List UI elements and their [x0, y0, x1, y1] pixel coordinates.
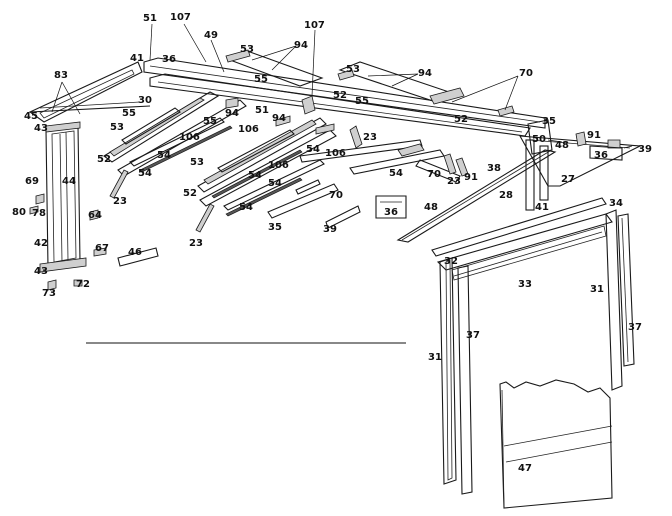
- part-label: 52: [97, 154, 111, 165]
- part-label: 52: [183, 188, 197, 199]
- part-label: 37: [628, 322, 642, 333]
- part-label: 52: [333, 90, 347, 101]
- part-label: 36: [594, 150, 608, 161]
- part-label: 72: [76, 279, 90, 290]
- part-labels: 51 107 49 107 53 94 53 94 70 41 36 83 55…: [12, 12, 652, 474]
- part-label: 35: [268, 222, 282, 233]
- part-label: 55: [254, 74, 268, 85]
- part-label: 54: [389, 168, 403, 179]
- part-label: 70: [329, 190, 343, 201]
- part-label: 23: [189, 238, 203, 249]
- part-label: 27: [561, 174, 575, 185]
- part-label: 55: [355, 96, 369, 107]
- part-label: 78: [32, 208, 46, 219]
- part-label: 107: [170, 12, 191, 23]
- part-label: 54: [138, 168, 152, 179]
- part-label: 54: [157, 150, 171, 161]
- part-label: 94: [225, 108, 239, 119]
- part-label: 80: [12, 207, 26, 218]
- part-label: 50: [532, 134, 546, 145]
- part-label: 54: [306, 144, 320, 155]
- part-label: 51: [143, 13, 157, 24]
- part-label: 28: [499, 190, 513, 201]
- part-label: 64: [88, 210, 102, 221]
- part-label: 31: [428, 352, 442, 363]
- part-label: 69: [25, 176, 39, 187]
- part-label: 39: [323, 224, 337, 235]
- part-label: 41: [535, 202, 549, 213]
- part-label: 23: [363, 132, 377, 143]
- part-label: 55: [203, 116, 217, 127]
- part-label: 106: [325, 148, 346, 159]
- part-label: 36: [162, 54, 176, 65]
- roof-bars-left: [103, 91, 247, 177]
- front-door-frame: [431, 197, 635, 495]
- part-label: 94: [272, 113, 286, 124]
- part-label: 47: [518, 463, 532, 474]
- part-label: 48: [555, 140, 569, 151]
- left-door-panel: [39, 121, 87, 273]
- part-label: 49: [204, 30, 218, 41]
- part-label: 67: [95, 243, 109, 254]
- part-label: 38: [487, 163, 501, 174]
- part-label: 33: [518, 279, 532, 290]
- part-label: 34: [609, 198, 623, 209]
- leader-lines: [51, 23, 633, 149]
- part-label: 42: [34, 238, 48, 249]
- part-label: 53: [110, 122, 124, 133]
- part-label: 54: [239, 202, 253, 213]
- part-label: 23: [447, 176, 461, 187]
- part-label: 106: [238, 124, 259, 135]
- part-label: 91: [587, 130, 601, 141]
- part-label: 31: [590, 284, 604, 295]
- part-label: 48: [424, 202, 438, 213]
- part-label: 94: [418, 68, 432, 79]
- part-label: 36: [384, 207, 398, 218]
- part-label: 54: [248, 170, 262, 181]
- part-label: 83: [54, 70, 68, 81]
- part-label: 53: [190, 157, 204, 168]
- part-label: 43: [34, 266, 48, 277]
- part-label: 41: [130, 53, 144, 64]
- part-label: 39: [638, 144, 652, 155]
- part-label: 45: [24, 111, 38, 122]
- roof-bars-right: [295, 139, 461, 195]
- part-label: 91: [464, 172, 478, 183]
- small-parts: [29, 49, 623, 291]
- part-label: 35: [542, 116, 556, 127]
- part-label: 107: [304, 20, 325, 31]
- part-label: 70: [519, 68, 533, 79]
- part-label: 51: [255, 105, 269, 116]
- part-label: 52: [454, 114, 468, 125]
- roof-bars-center: [197, 117, 337, 217]
- part-label: 94: [294, 40, 308, 51]
- part-label: 55: [122, 108, 136, 119]
- part-label: 106: [268, 160, 289, 171]
- part-label: 23: [113, 196, 127, 207]
- part-label: 106: [179, 132, 200, 143]
- right-gable-frame: [519, 119, 643, 211]
- part-label: 54: [268, 178, 282, 189]
- part-label: 30: [138, 95, 152, 106]
- part-label: 70: [427, 169, 441, 180]
- part-label: 46: [128, 247, 142, 258]
- part-label: 43: [34, 123, 48, 134]
- part-label: 53: [240, 44, 254, 55]
- part-label: 44: [62, 176, 76, 187]
- part-label: 53: [346, 64, 360, 75]
- door-panel-47: [499, 379, 613, 509]
- part-label: 73: [42, 288, 56, 299]
- part-label: 37: [466, 330, 480, 341]
- left-gable-frame: [28, 61, 151, 123]
- part-label: 32: [444, 256, 458, 267]
